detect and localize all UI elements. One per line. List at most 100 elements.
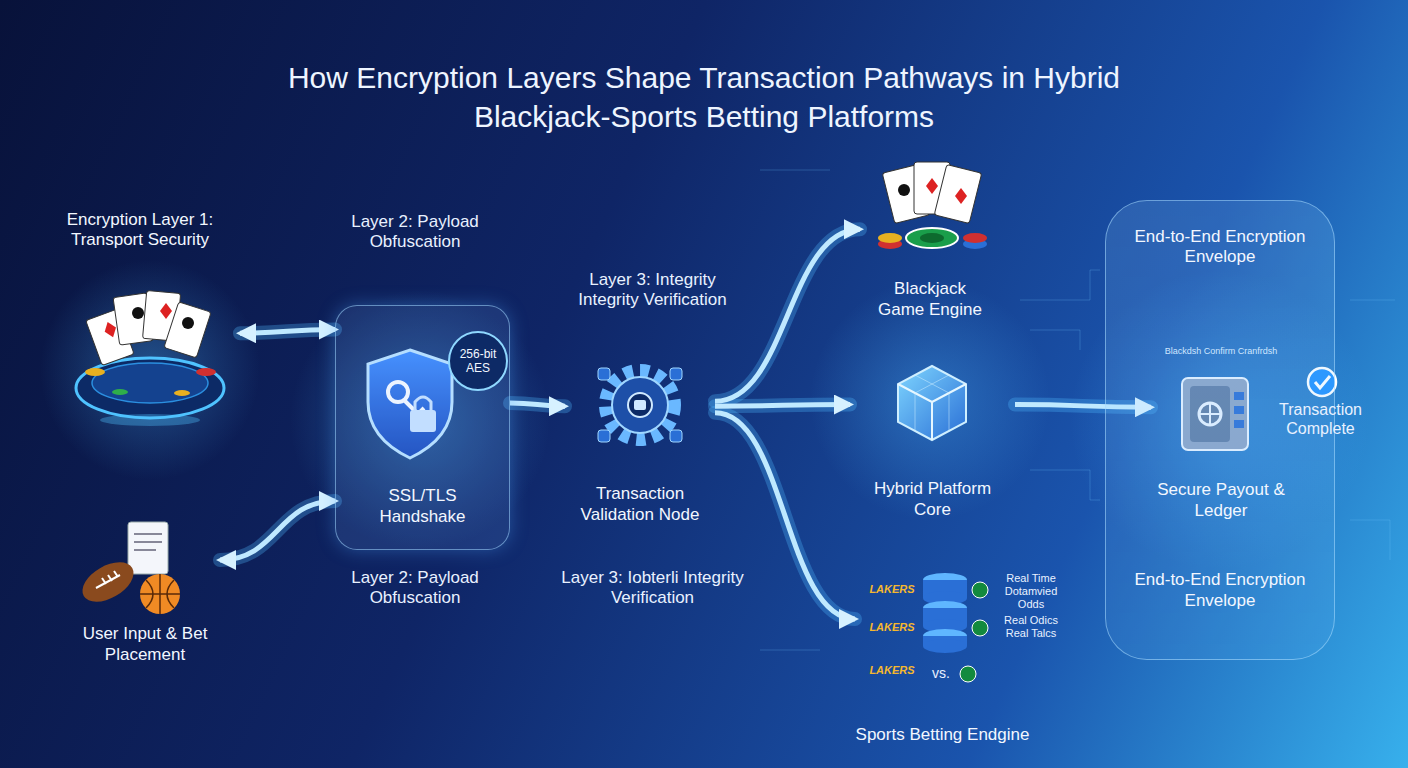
odds-database-icon xyxy=(972,620,988,636)
team-logo: LAKERS xyxy=(866,621,918,634)
connector-arrow xyxy=(715,413,855,619)
poker-table-icon xyxy=(86,291,211,366)
odds-database-icon xyxy=(923,639,967,653)
blackjack-cards-icon xyxy=(934,164,982,223)
circuit-lines xyxy=(760,650,820,651)
circuit-lines xyxy=(1350,520,1390,560)
layer-label: vs. xyxy=(924,665,958,682)
title: How Encryption Layers Shape Transaction … xyxy=(254,58,1154,136)
circuit-lines xyxy=(1350,300,1395,301)
odds-database-icon xyxy=(923,573,988,682)
layer-label: Real Time Dotamvied Odds xyxy=(992,572,1070,612)
sports-ball-icon xyxy=(76,522,180,614)
gear-icon xyxy=(598,368,682,442)
poker-table-icon xyxy=(132,307,144,319)
layer-label: Layer 2: Payload Obfuscation xyxy=(340,568,490,609)
circuit-lines xyxy=(760,170,1395,650)
node-text: End-to-End Encryption Envelope xyxy=(1122,227,1318,268)
poker-table-icon xyxy=(100,414,200,426)
platform-cube-icon xyxy=(898,366,966,440)
node-text: User Input & Bet Placement xyxy=(70,624,220,665)
validation-node: Transaction Validation Node xyxy=(565,360,715,525)
background-glow xyxy=(40,260,260,480)
odds-database-icon xyxy=(960,666,976,682)
node-text: Transaction Validation Node xyxy=(565,484,715,525)
layer-label: Real Odics Real Talcs xyxy=(992,614,1070,640)
blackjack-cards-icon xyxy=(955,188,967,204)
odds-database-icon xyxy=(972,582,988,598)
connector-arrow xyxy=(715,405,850,407)
blackjack-cards-icon xyxy=(898,184,910,196)
blackjack-cards-icon xyxy=(926,178,938,194)
connector-glow xyxy=(715,405,850,407)
team-logo: LAKERS xyxy=(866,664,918,677)
gear-icon xyxy=(598,368,610,380)
node-text: 256-bit AES xyxy=(454,347,502,376)
connector-arrow xyxy=(240,330,335,334)
gear-icon xyxy=(628,393,652,417)
node-text: SSL/TLS Handshake xyxy=(364,486,481,527)
platform-cube-icon xyxy=(915,375,949,431)
connector-glow xyxy=(220,501,335,560)
ledger-node: Blackdsh Confirm CranfrdshSecure Payout … xyxy=(1151,346,1291,521)
input-node: User Input & Bet Placement xyxy=(70,515,220,665)
sports-ball-icon xyxy=(140,574,180,614)
node-text: End-to-End Encryption Envelope xyxy=(1122,570,1318,611)
gear-icon xyxy=(598,430,610,442)
gear-icon xyxy=(606,371,674,439)
layer-label: Transaction Complete xyxy=(1268,400,1373,438)
connector-arrow xyxy=(220,501,335,560)
platform-cube-icon xyxy=(898,384,966,440)
node-text: Blackjack Game Engine xyxy=(872,279,988,320)
connector-glow xyxy=(715,413,855,619)
platform-cube-icon xyxy=(898,366,966,440)
circuit-lines xyxy=(760,170,830,171)
circuit-lines xyxy=(1030,470,1100,500)
layer-node: Encryption Layer 1: Transport Security xyxy=(40,210,240,430)
node-text: Secure Payout & Ledger xyxy=(1151,480,1291,521)
connector-arrow xyxy=(715,229,860,401)
connector-glow xyxy=(510,403,565,406)
blackjack-cards-icon xyxy=(878,233,902,243)
circuit-lines xyxy=(1020,270,1100,300)
sports-ball-icon xyxy=(76,554,140,610)
poker-table-icon xyxy=(160,303,172,319)
sports-ball-icon xyxy=(128,522,168,574)
gear-icon xyxy=(670,430,682,442)
circuit-lines xyxy=(1030,330,1080,350)
gear-icon xyxy=(612,377,668,433)
node-text: Hybrid Platform Core xyxy=(858,479,1007,520)
poker-table-icon xyxy=(76,358,224,418)
blackjack-cards-icon xyxy=(906,228,958,248)
engine-node: Blackjack Game Engine xyxy=(860,155,1000,320)
sports-ball-icon xyxy=(134,534,162,550)
poker-table-icon xyxy=(85,368,105,376)
gear-icon xyxy=(634,400,646,410)
poker-table-icon xyxy=(112,389,128,395)
node-text: Encryption Layer 1: Transport Security xyxy=(48,210,232,251)
node-text: Blackdsh Confirm Cranfrdsh xyxy=(1151,346,1291,357)
poker-table-icon xyxy=(182,317,194,329)
blackjack-cards-icon xyxy=(878,162,987,249)
poker-table-icon xyxy=(92,363,208,403)
poker-table-icon xyxy=(174,390,190,396)
connector-arrow xyxy=(510,403,565,406)
node-text: Sports Betting Endgine xyxy=(855,725,1030,745)
connector-glow xyxy=(240,330,335,334)
gear-icon xyxy=(670,368,682,380)
blackjack-cards-icon xyxy=(963,233,987,243)
core-node: Hybrid Platform Core xyxy=(850,355,1015,520)
connector-glow xyxy=(715,229,860,401)
layer-label: Layer 3: Iobterli Integrity Verification xyxy=(560,568,745,609)
poker-table-icon xyxy=(76,291,224,426)
sports-ball-icon xyxy=(96,571,120,588)
handshake-box: SSL/TLS Handshake 256-bit AES xyxy=(335,305,510,550)
team-logo: LAKERS xyxy=(866,583,918,596)
sports-ball-icon xyxy=(140,574,180,614)
poker-table-icon xyxy=(196,368,216,376)
layer-label: Layer 3: Integrity Integrity Verificatio… xyxy=(560,270,745,311)
poker-table-icon xyxy=(102,320,119,339)
layer-label: Layer 2: Payload Obfuscation xyxy=(340,212,490,253)
blackjack-cards-icon xyxy=(920,233,944,243)
aes-badge: 256-bit AES xyxy=(448,331,508,391)
